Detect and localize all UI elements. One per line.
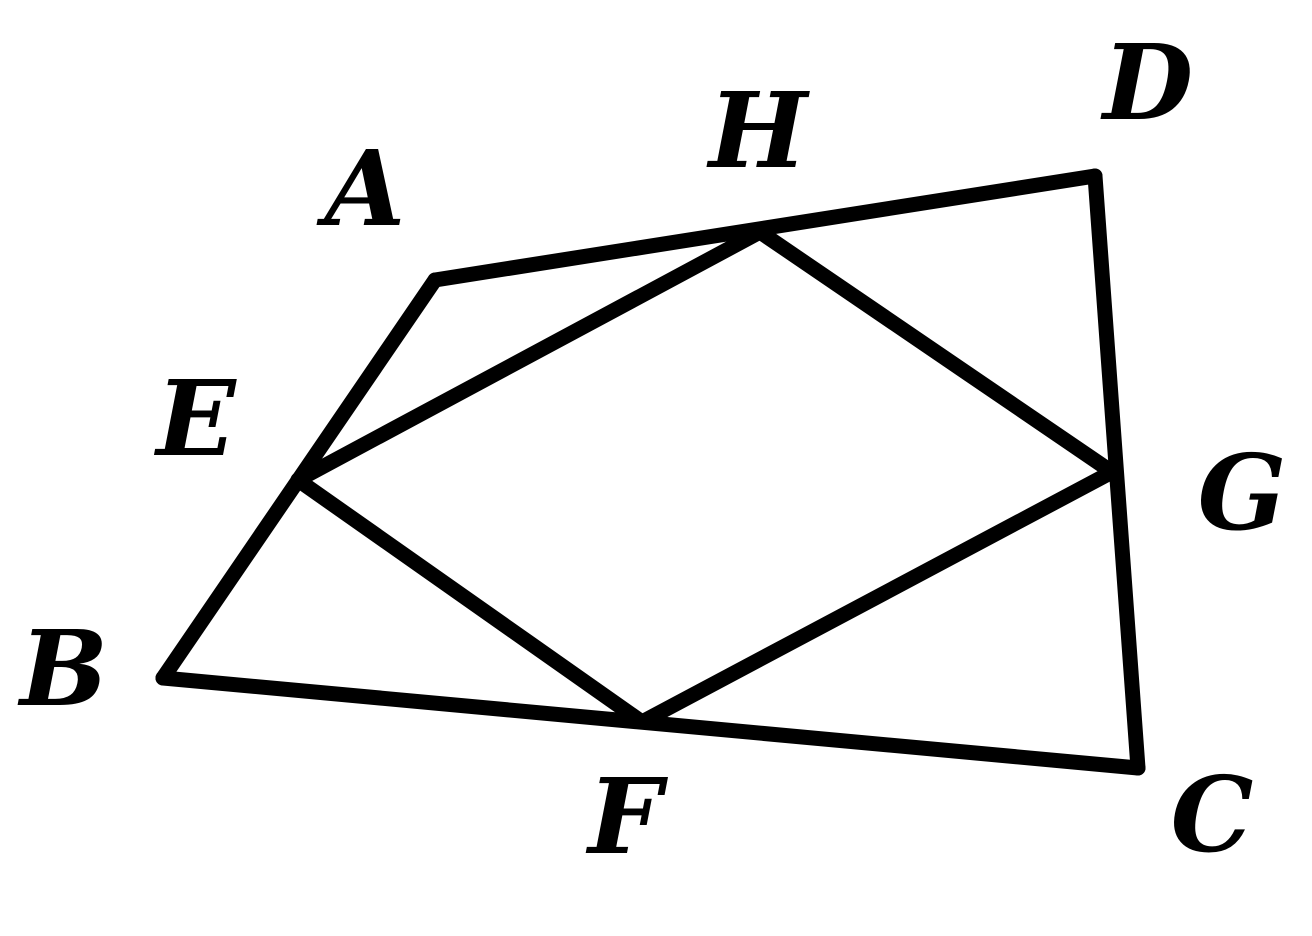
segment-eh — [290, 224, 768, 488]
vertex-label-c: C — [1171, 753, 1254, 876]
vertex-label-a: A — [316, 127, 406, 250]
vertex-label-f: F — [585, 755, 668, 878]
vertex-label-b: B — [17, 607, 108, 730]
segment-hg — [752, 224, 1120, 480]
vertex-label-h: H — [706, 69, 810, 192]
vertex-label-d: D — [1100, 21, 1193, 144]
vertex-label-e: E — [153, 357, 237, 480]
vertex-label-g: G — [1198, 431, 1287, 554]
segment-fe — [290, 472, 650, 730]
segment-gf — [634, 464, 1120, 730]
